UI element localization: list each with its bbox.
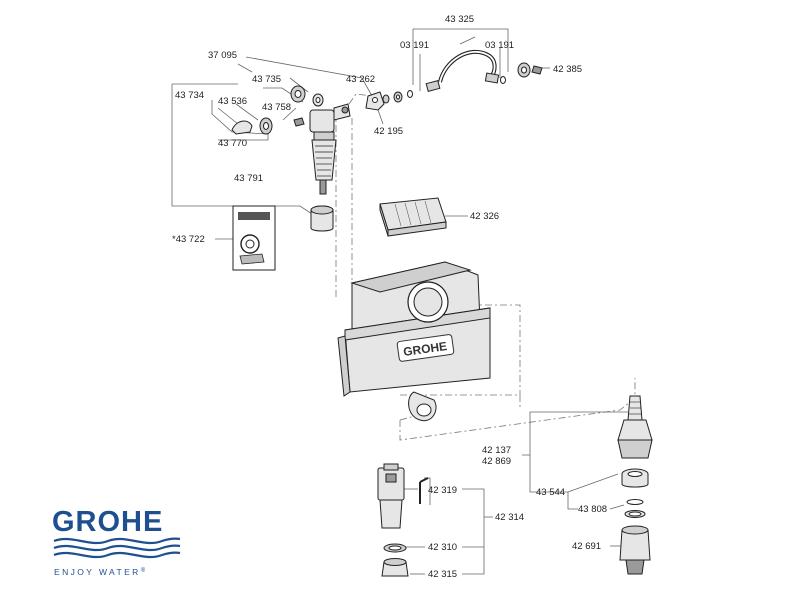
label-42310: 42 310 (428, 542, 457, 553)
label-42315: 42 315 (428, 569, 457, 580)
label-42385: 42 385 (553, 64, 582, 75)
label-43808: 43 808 (578, 504, 607, 515)
label-43770: 43 770 (218, 138, 247, 149)
label-42137: 42 137 (482, 445, 511, 456)
label-43722: *43 722 (172, 234, 205, 245)
label-42314: 42 314 (495, 512, 524, 523)
cistern-lid-42326 (379, 197, 447, 237)
label-43544: 43 544 (536, 487, 565, 498)
flexible-hose-43325 (393, 49, 506, 103)
grohe-logo: GROHE ENJOY WATER® (52, 506, 181, 577)
label-43536: 43 536 (218, 96, 247, 107)
label-43325: 43 325 (445, 14, 474, 25)
outlet-assembly (617, 395, 653, 575)
valve-fitting-42385 (517, 62, 543, 78)
logo-trademark: ® (141, 567, 148, 574)
label-42326: 42 326 (470, 211, 499, 222)
bracket-42195 (365, 91, 390, 111)
label-43791: 43 791 (234, 173, 263, 184)
part-labels: 43 325 03 191 03 191 42 385 37 095 43 26… (172, 14, 607, 580)
service-kit-card-43722 (232, 205, 276, 271)
logo-brand-text: GROHE (52, 506, 163, 538)
float-cup (310, 205, 334, 232)
label-37095: 37 095 (208, 50, 237, 61)
cistern-body: GROHE (337, 261, 491, 422)
label-43734: 43 734 (175, 90, 204, 101)
logo-slogan: ENJOY WATER® (54, 567, 148, 577)
flush-valve-42314 (377, 463, 429, 577)
washers-and-nuts (231, 85, 324, 135)
label-43735: 43 735 (252, 74, 281, 85)
label-42319: 42 319 (428, 485, 457, 496)
label-42195: 42 195 (374, 126, 403, 137)
label-42869: 42 869 (482, 456, 511, 467)
fill-valve-43791 (309, 103, 351, 195)
label-43758: 43 758 (262, 102, 291, 113)
label-03191-right: 03 191 (485, 40, 514, 51)
label-43262: 43 262 (346, 74, 375, 85)
label-03191-left: 03 191 (400, 40, 429, 51)
logo-waves-icon (53, 537, 181, 559)
label-42691: 42 691 (572, 541, 601, 552)
logo-slogan-text: ENJOY WATER (54, 567, 141, 577)
cistern-brand-label: GROHE (402, 339, 448, 359)
